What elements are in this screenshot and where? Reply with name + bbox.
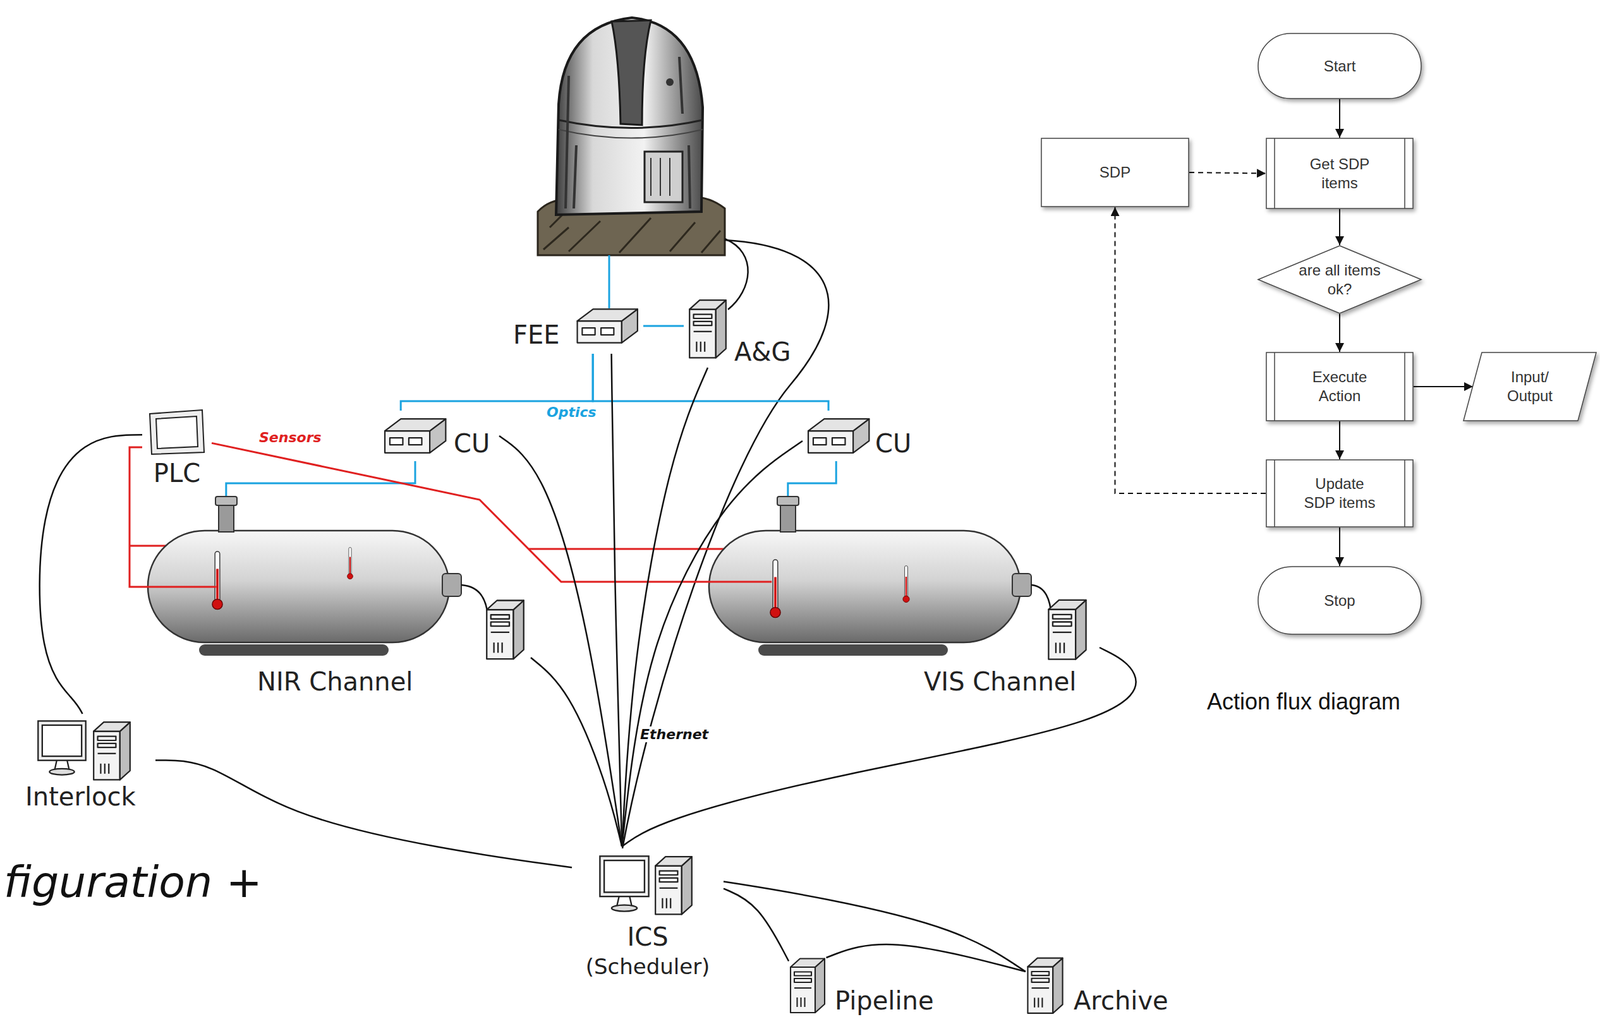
node-outline xyxy=(1265,351,1414,422)
node-label: ICS xyxy=(626,922,668,952)
node-label: NIR Channel xyxy=(257,667,413,697)
node-label: Start xyxy=(1323,56,1357,76)
node-label: Archive xyxy=(1073,986,1169,1016)
node-label: VIS Channel xyxy=(923,667,1077,697)
ag-node: A&G xyxy=(683,291,804,368)
connector xyxy=(1339,99,1341,138)
archive-node: Archive xyxy=(1020,951,1188,1021)
ics-computer xyxy=(655,856,692,915)
terminal-box: Start xyxy=(1257,32,1422,100)
cu-node: CU xyxy=(802,410,923,462)
fee-box xyxy=(577,309,638,343)
connector xyxy=(155,760,572,868)
slide-title-fragment: figuration + xyxy=(3,858,263,908)
node-label: (Scheduler) xyxy=(585,954,711,980)
terminal-box: Stop xyxy=(1257,566,1422,636)
connector xyxy=(621,441,803,847)
connector xyxy=(787,461,837,497)
process-box: Get SDP items xyxy=(1265,137,1414,210)
connector xyxy=(621,367,708,847)
plc-node: PLC xyxy=(142,405,212,490)
node-outline xyxy=(1265,137,1414,210)
vis-cryostat xyxy=(709,496,1087,660)
ethernet-cable xyxy=(724,238,749,310)
node-outline xyxy=(1257,245,1422,315)
process-box: Update SDP items xyxy=(1265,459,1414,528)
fee-node: FEE xyxy=(510,303,644,354)
connector xyxy=(1339,421,1341,460)
connector xyxy=(592,353,829,411)
node-label: Update SDP items xyxy=(1298,474,1381,513)
connector xyxy=(621,647,1136,847)
connector xyxy=(1413,386,1473,388)
node-label: CU xyxy=(453,429,490,459)
plc-screen xyxy=(149,410,205,455)
pipeline-node: Pipeline xyxy=(783,951,955,1021)
node-label: are all items ok? xyxy=(1292,260,1388,299)
interlock-node: Interlock xyxy=(22,714,156,816)
node-label: FEE xyxy=(513,320,560,350)
node-label: SDP xyxy=(1099,163,1131,182)
cu-box xyxy=(808,418,869,454)
figure-caption: Action flux diagram xyxy=(1206,688,1401,715)
interlock-monitor xyxy=(37,721,86,775)
node-label: CU xyxy=(875,429,912,459)
process-box: Execute Action xyxy=(1265,351,1414,422)
io-box: Input/ Output xyxy=(1462,351,1597,422)
node-label: Input/ Output xyxy=(1498,367,1562,406)
cu-node: CU xyxy=(379,410,500,462)
node-label: Interlock xyxy=(25,782,136,812)
node-label: A&G xyxy=(734,337,792,367)
connector xyxy=(39,434,143,715)
vis-channel: VIS Channel xyxy=(704,496,1100,699)
connector xyxy=(129,447,217,588)
signal-name: Ethernet xyxy=(638,726,711,743)
node-label: Get SDP items xyxy=(1301,154,1378,193)
connector xyxy=(211,442,772,582)
connector xyxy=(1339,209,1341,246)
signal-name: Optics xyxy=(546,404,597,421)
connector xyxy=(643,325,684,328)
connector xyxy=(826,944,1026,972)
archive-computer xyxy=(1027,958,1063,1014)
connector xyxy=(1115,207,1267,494)
interlock-computer xyxy=(93,722,131,780)
connector xyxy=(723,882,1026,973)
connector xyxy=(723,889,789,962)
nir-cryostat xyxy=(147,496,524,660)
connector xyxy=(611,353,623,847)
node-label: PLC xyxy=(153,458,201,488)
pipeline-computer xyxy=(790,959,825,1014)
connector xyxy=(530,657,622,847)
ics-node: ICS(Scheduler) xyxy=(571,846,724,988)
nir-channel: NIR Channel xyxy=(142,496,531,699)
connector xyxy=(499,436,622,847)
optic-fibre xyxy=(608,255,611,309)
node-outline xyxy=(1462,351,1597,422)
ics-monitor xyxy=(599,856,649,912)
connector xyxy=(1339,527,1341,567)
ag-computer xyxy=(689,300,727,358)
cu-box xyxy=(384,418,446,454)
node-label: Pipeline xyxy=(834,986,934,1016)
connector xyxy=(400,353,593,411)
connector xyxy=(1339,314,1341,352)
decision-diamond: are all items ok? xyxy=(1257,245,1422,315)
connector xyxy=(1189,172,1266,174)
data-box: SDP xyxy=(1040,137,1190,208)
telescope-illustration xyxy=(537,17,725,256)
node-label: Stop xyxy=(1323,591,1355,611)
signal-name: Sensors xyxy=(259,429,322,446)
node-outline xyxy=(1265,459,1414,528)
node-label: Execute Action xyxy=(1301,367,1378,406)
